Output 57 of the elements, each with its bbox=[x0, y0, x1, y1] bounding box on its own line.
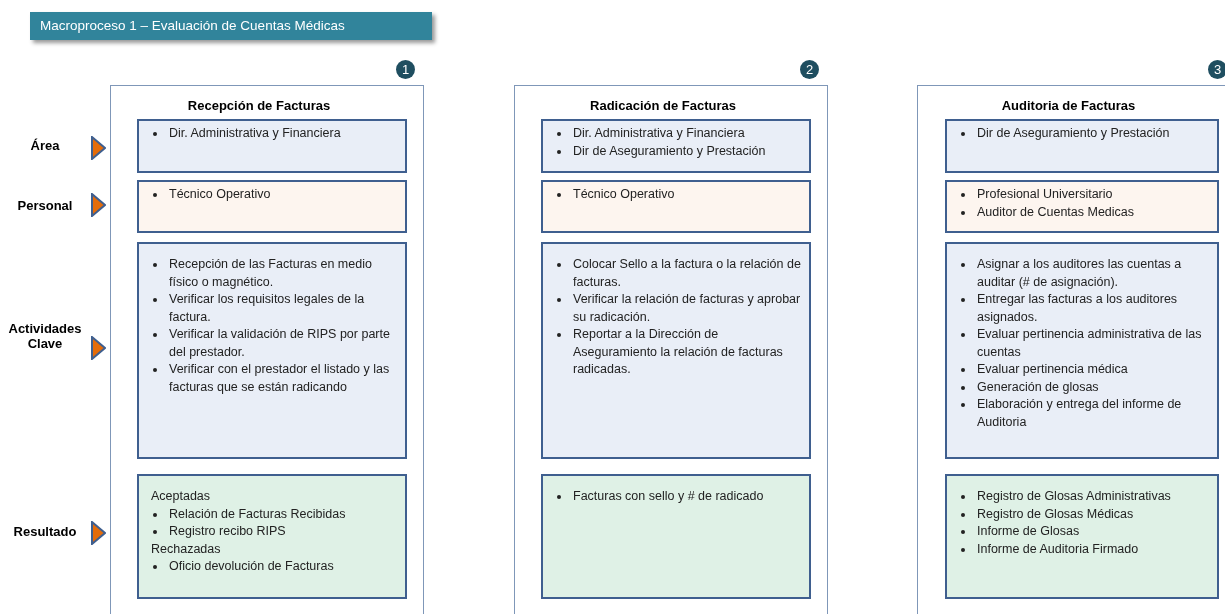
bullet-item: Técnico Operativo bbox=[551, 186, 805, 204]
bullet-item: Registro de Glosas Médicas bbox=[955, 505, 1213, 523]
bullet-item: Dir. Administrativa y Financiera bbox=[551, 125, 805, 143]
bullet-item: Dir. Administrativa y Financiera bbox=[147, 125, 401, 143]
bullet-item: Informe de Auditoria Firmado bbox=[955, 540, 1213, 558]
step-number-badge: 1 bbox=[396, 60, 415, 79]
row-label: Área bbox=[29, 138, 61, 153]
bullet-item: Reportar a la Dirección de Aseguramiento la relación de facturas radicadas. bbox=[551, 326, 805, 379]
bullet-item: Verificar la validación de RIPS por parte del prestador. bbox=[147, 326, 401, 361]
area-box bbox=[945, 119, 1219, 173]
bullet-item: Evaluar pertinencia administrativa de las cuentas bbox=[955, 326, 1213, 361]
staff-box bbox=[541, 180, 811, 233]
bullet-item: Facturas con sello y # de radicado bbox=[551, 488, 805, 506]
row-label: Personal bbox=[16, 198, 74, 213]
bullet-item: Asignar a los auditores las cuentas a auditar (# de asignación). bbox=[955, 256, 1213, 291]
bullet-item: Evaluar pertinencia médica bbox=[955, 361, 1213, 379]
bullet-item: Profesional Universitario bbox=[955, 186, 1213, 204]
bullet-item: Generación de glosas bbox=[955, 378, 1213, 396]
bullet-item: Registro recibo RIPS bbox=[147, 523, 401, 541]
step-number-badge: 2 bbox=[800, 60, 819, 79]
activities-box bbox=[541, 242, 811, 459]
bullet-item: Informe de Glosas bbox=[955, 523, 1213, 541]
bullet-item: Entregar las facturas a los auditores asignados. bbox=[955, 291, 1213, 326]
panel-heading: Radicación de Facturas bbox=[589, 98, 737, 113]
bullet-item: Auditor de Cuentas Medicas bbox=[955, 203, 1213, 221]
group-heading: Rechazadas bbox=[150, 540, 222, 558]
area-box bbox=[137, 119, 407, 173]
activities-box bbox=[137, 242, 407, 459]
bullet-item: Dir de Aseguramiento y Prestación bbox=[551, 142, 805, 160]
activities-box bbox=[945, 242, 1219, 459]
panel-heading: Auditoria de Facturas bbox=[1000, 98, 1137, 113]
bullet-item: Recepción de las Facturas en medio físico o magnético. bbox=[147, 256, 401, 291]
result-box bbox=[945, 474, 1219, 599]
panel-heading: Recepción de Facturas bbox=[186, 98, 332, 113]
process-panel bbox=[917, 85, 1225, 614]
row-label: Actividades Clave bbox=[7, 321, 83, 351]
area-box bbox=[541, 119, 811, 173]
group-heading: Aceptadas bbox=[150, 488, 212, 505]
bullet-item: Verificar con el prestador el listado y las facturas que se están radicando bbox=[147, 361, 401, 396]
bullet-item: Colocar Sello a la factura o la relación de facturas. bbox=[551, 256, 805, 291]
result-box bbox=[541, 474, 811, 599]
result-box bbox=[137, 474, 407, 599]
process-panel bbox=[514, 85, 828, 614]
bullet-item: Oficio devolución de Facturas bbox=[147, 558, 401, 576]
bullet-item: Elaboración y entrega del informe de Auditoria bbox=[955, 396, 1213, 431]
bullet-item: Relación de Facturas Recibidas bbox=[147, 505, 401, 523]
title-banner: Macroproceso 1 – Evaluación de Cuentas Médicas bbox=[30, 12, 432, 40]
staff-box bbox=[945, 180, 1219, 233]
bullet-item: Verificar los requisitos legales de la factura. bbox=[147, 291, 401, 326]
bullet-item: Técnico Operativo bbox=[147, 186, 401, 204]
process-panel bbox=[110, 85, 424, 614]
row-label: Resultado bbox=[12, 524, 78, 539]
bullet-item: Verificar la relación de facturas y aprobar su radicación. bbox=[551, 291, 805, 326]
step-number-badge: 3 bbox=[1208, 60, 1225, 79]
bullet-item: Dir de Aseguramiento y Prestación bbox=[955, 125, 1213, 143]
bullet-item: Registro de Glosas Administrativas bbox=[955, 488, 1213, 506]
staff-box bbox=[137, 180, 407, 233]
